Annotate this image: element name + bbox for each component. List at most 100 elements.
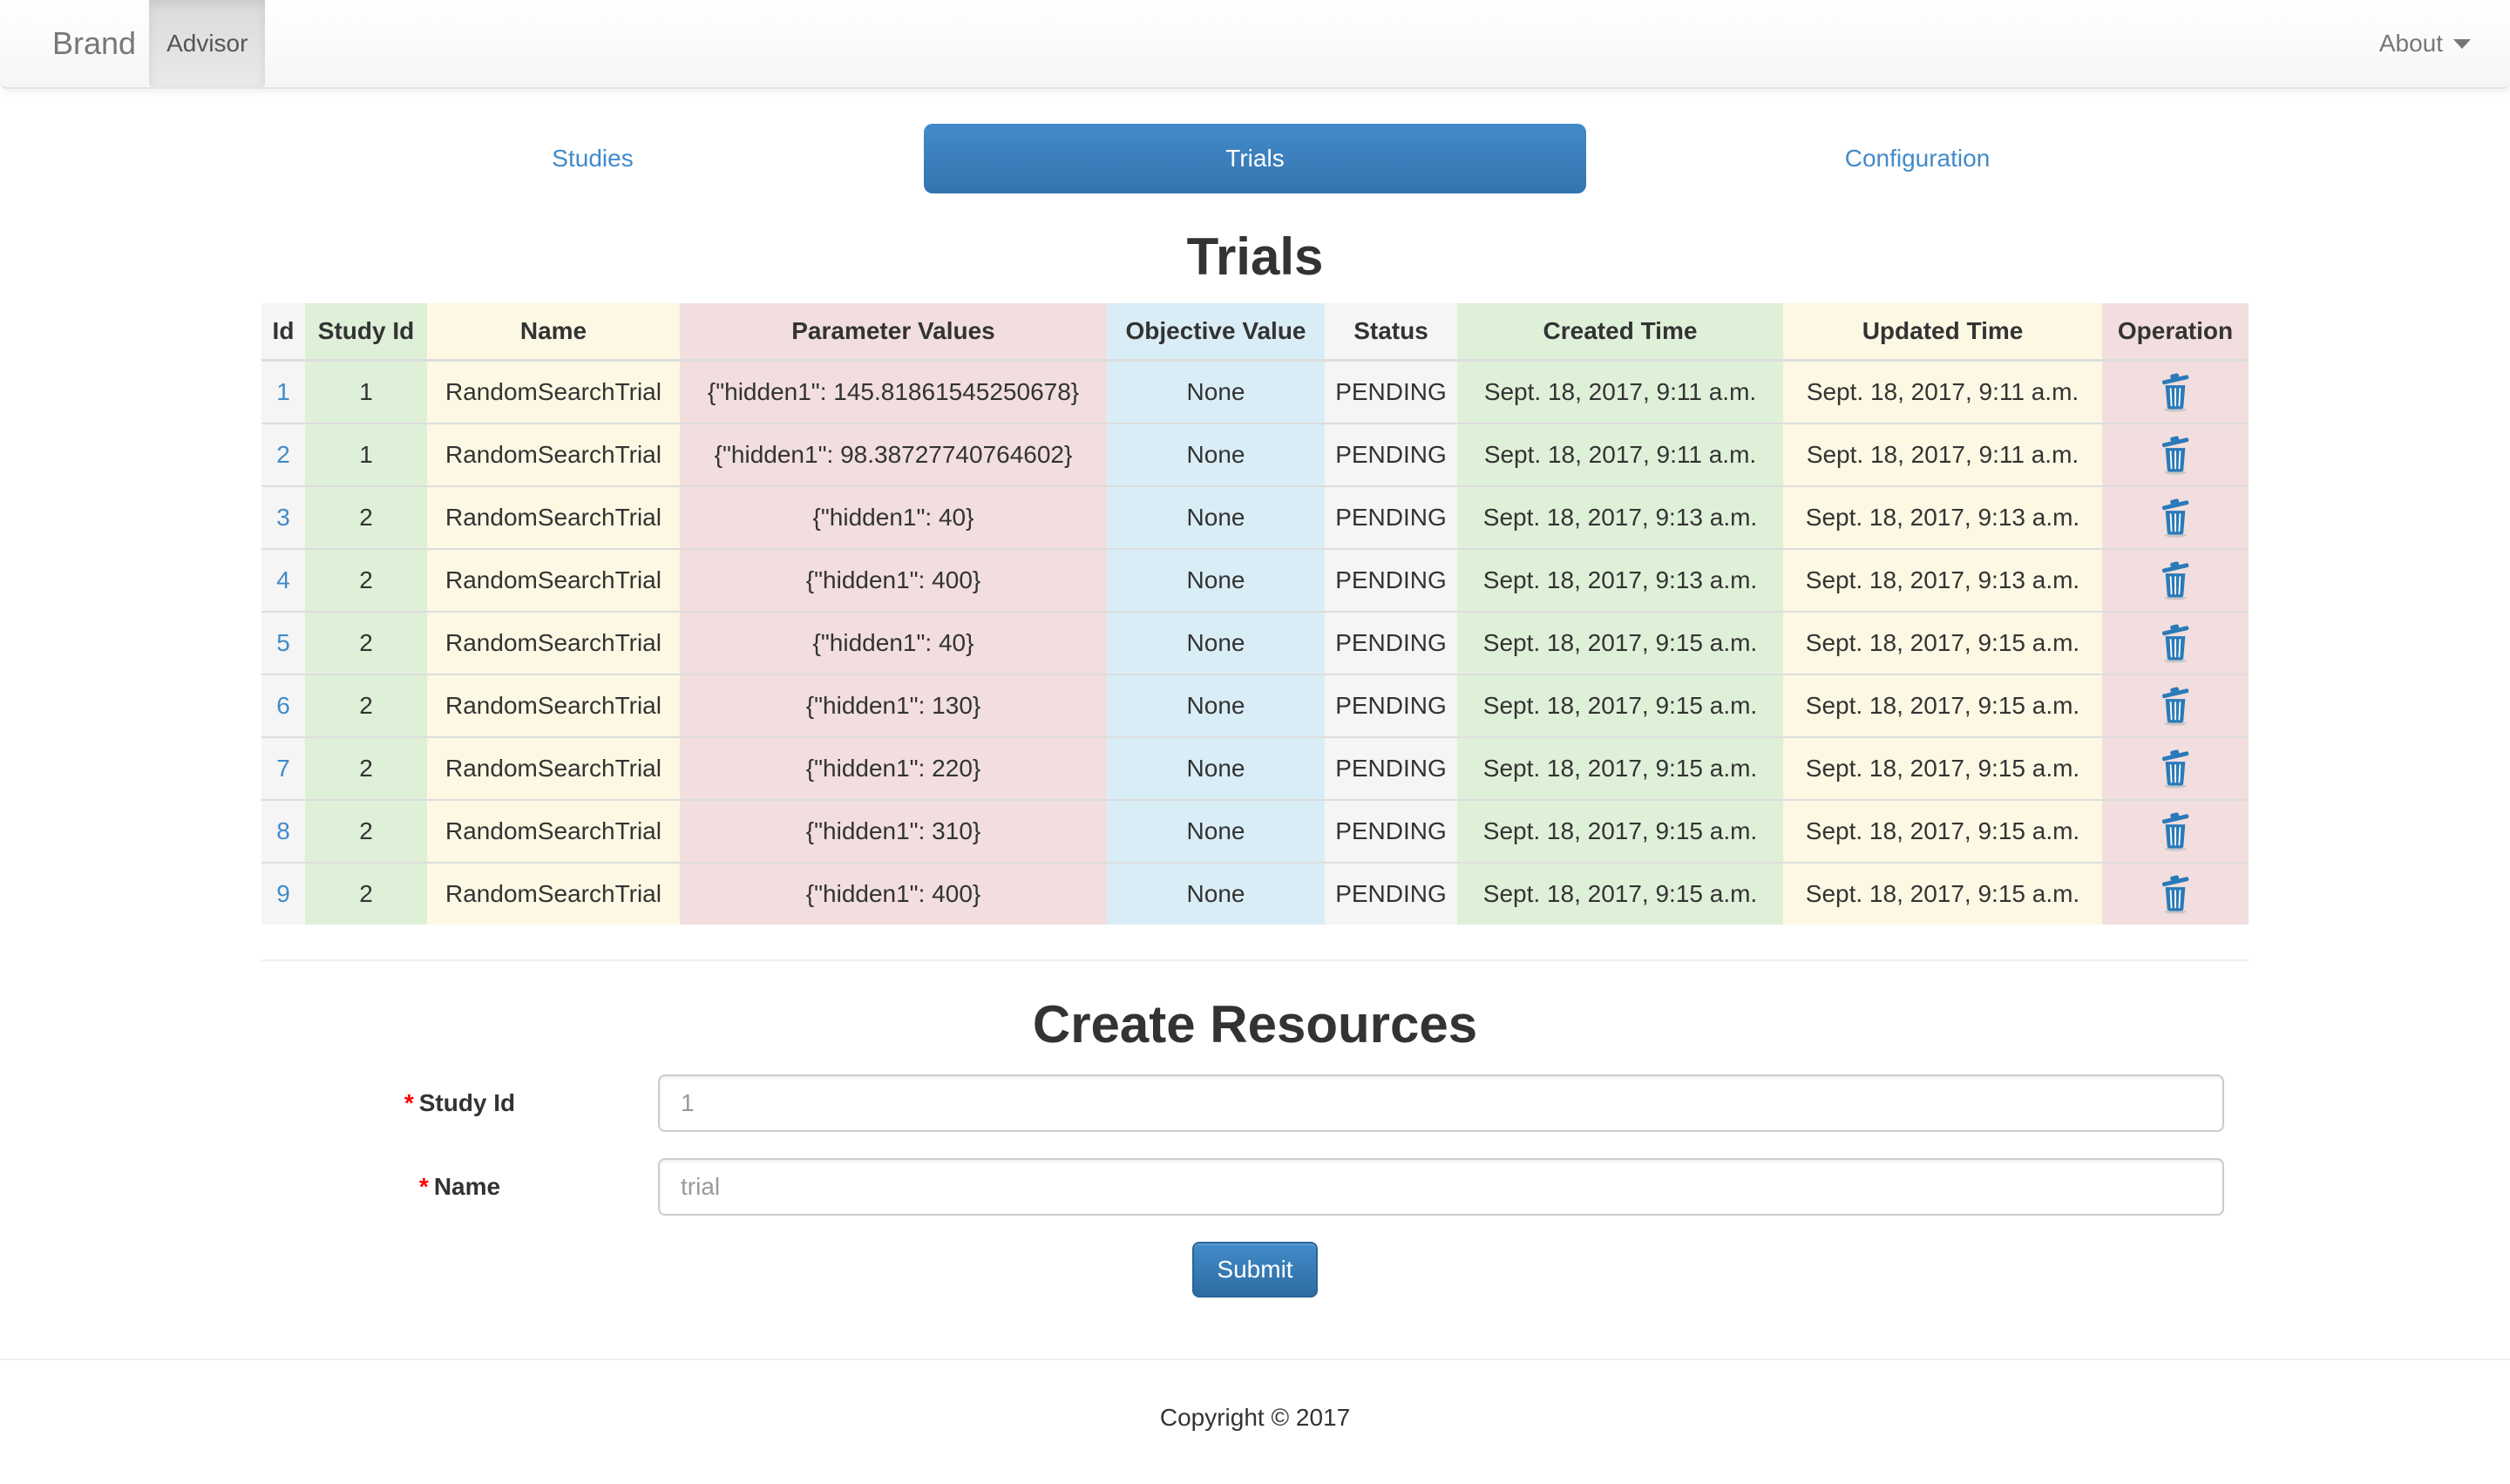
cell: None [1107,799,1325,863]
delete-trial-button[interactable] [2158,686,2193,726]
main-container: Studies Trials Configuration Trials Id St… [261,124,2249,1298]
trial-id-link[interactable]: 3 [276,504,290,531]
column-header-parameter-values: Parameter Values [680,303,1107,362]
cell: Sept. 18, 2017, 9:13 a.m. [1783,548,2102,612]
about-dropdown[interactable]: About [2366,30,2484,58]
column-header-objective-value: Objective Value [1107,303,1325,362]
section-tabs: Studies Trials Configuration [261,124,2249,193]
cell: None [1107,360,1325,424]
tab-configuration[interactable]: Configuration [1844,145,1991,172]
trial-id-link[interactable]: 1 [276,378,290,405]
cell: 2 [305,674,427,737]
divider [261,959,2249,961]
delete-trial-button[interactable] [2158,749,2193,789]
name-input[interactable] [658,1158,2224,1216]
trial-id-link[interactable]: 8 [276,817,290,844]
id-cell: 3 [261,485,305,549]
cell: RandomSearchTrial [427,799,680,863]
operation-cell [2102,862,2249,925]
cell: PENDING [1325,674,1457,737]
id-cell: 4 [261,548,305,612]
cell: 1 [305,423,427,486]
cell: 2 [305,485,427,549]
trial-id-link[interactable]: 6 [276,692,290,719]
operation-cell [2102,548,2249,612]
trash-icon [2161,875,2189,914]
delete-trial-button[interactable] [2158,498,2193,538]
operation-cell [2102,423,2249,486]
footer: Copyright © 2017 [0,1359,2510,1484]
trial-id-link[interactable]: 5 [276,629,290,656]
nav-item-advisor-label: Advisor [166,30,248,57]
cell: RandomSearchTrial [427,611,680,674]
column-header-name: Name [427,303,680,362]
column-header-id: Id [261,303,305,362]
cell: Sept. 18, 2017, 9:15 a.m. [1783,799,2102,863]
trial-id-link[interactable]: 9 [276,880,290,907]
tab-studies[interactable]: Studies [552,145,634,172]
study-id-input[interactable] [658,1074,2224,1132]
cell: {"hidden1": 98.38727740764602} [680,423,1107,486]
id-cell: 2 [261,423,305,486]
cell: Sept. 18, 2017, 9:11 a.m. [1783,423,2102,486]
operation-cell [2102,485,2249,549]
cell: RandomSearchTrial [427,736,680,800]
trial-id-link[interactable]: 7 [276,755,290,782]
cell: RandomSearchTrial [427,862,680,925]
cell: 1 [305,360,427,424]
cell: PENDING [1325,611,1457,674]
form-actions: Submit [261,1242,2249,1298]
delete-trial-button[interactable] [2158,560,2193,600]
copyright-text: Copyright © 2017 [1159,1404,1351,1431]
delete-trial-button[interactable] [2158,811,2193,851]
trial-id-link[interactable]: 4 [276,566,290,593]
required-asterisk: * [418,1173,429,1200]
id-cell: 5 [261,611,305,674]
delete-trial-button[interactable] [2158,435,2193,475]
operation-cell [2102,736,2249,800]
cell: None [1107,736,1325,800]
delete-trial-button[interactable] [2158,372,2193,412]
nav-item-advisor[interactable]: Advisor [149,0,266,87]
cell: Sept. 18, 2017, 9:13 a.m. [1457,548,1783,612]
trial-id-link[interactable]: 2 [276,441,290,468]
column-header-created-time: Created Time [1457,303,1783,362]
cell: 2 [305,611,427,674]
submit-button[interactable]: Submit [1192,1242,1318,1298]
tab-trials[interactable]: Trials [924,124,1586,193]
cell: {"hidden1": 130} [680,674,1107,737]
trash-icon [2161,373,2189,412]
cell: Sept. 18, 2017, 9:15 a.m. [1783,674,2102,737]
navbar: Brand Advisor About [0,0,2510,89]
tab-trials-item: Trials [924,124,1586,193]
cell: None [1107,674,1325,737]
cell: Sept. 18, 2017, 9:11 a.m. [1457,360,1783,424]
tab-configuration-item: Configuration [1586,124,2249,193]
caret-down-icon [2453,38,2471,49]
brand-link[interactable]: Brand [52,25,137,61]
cell: {"hidden1": 310} [680,799,1107,863]
operation-cell [2102,360,2249,424]
cell: {"hidden1": 220} [680,736,1107,800]
cell: {"hidden1": 40} [680,485,1107,549]
cell: {"hidden1": 400} [680,548,1107,612]
cell: RandomSearchTrial [427,423,680,486]
delete-trial-button[interactable] [2158,874,2193,914]
cell: None [1107,423,1325,486]
cell: Sept. 18, 2017, 9:15 a.m. [1783,736,2102,800]
cell: RandomSearchTrial [427,548,680,612]
cell: Sept. 18, 2017, 9:13 a.m. [1457,485,1783,549]
cell: None [1107,485,1325,549]
id-cell: 7 [261,736,305,800]
cell: {"hidden1": 145.81861545250678} [680,360,1107,424]
trash-icon [2161,498,2189,538]
cell: None [1107,862,1325,925]
delete-trial-button[interactable] [2158,623,2193,663]
cell: None [1107,611,1325,674]
cell: RandomSearchTrial [427,674,680,737]
